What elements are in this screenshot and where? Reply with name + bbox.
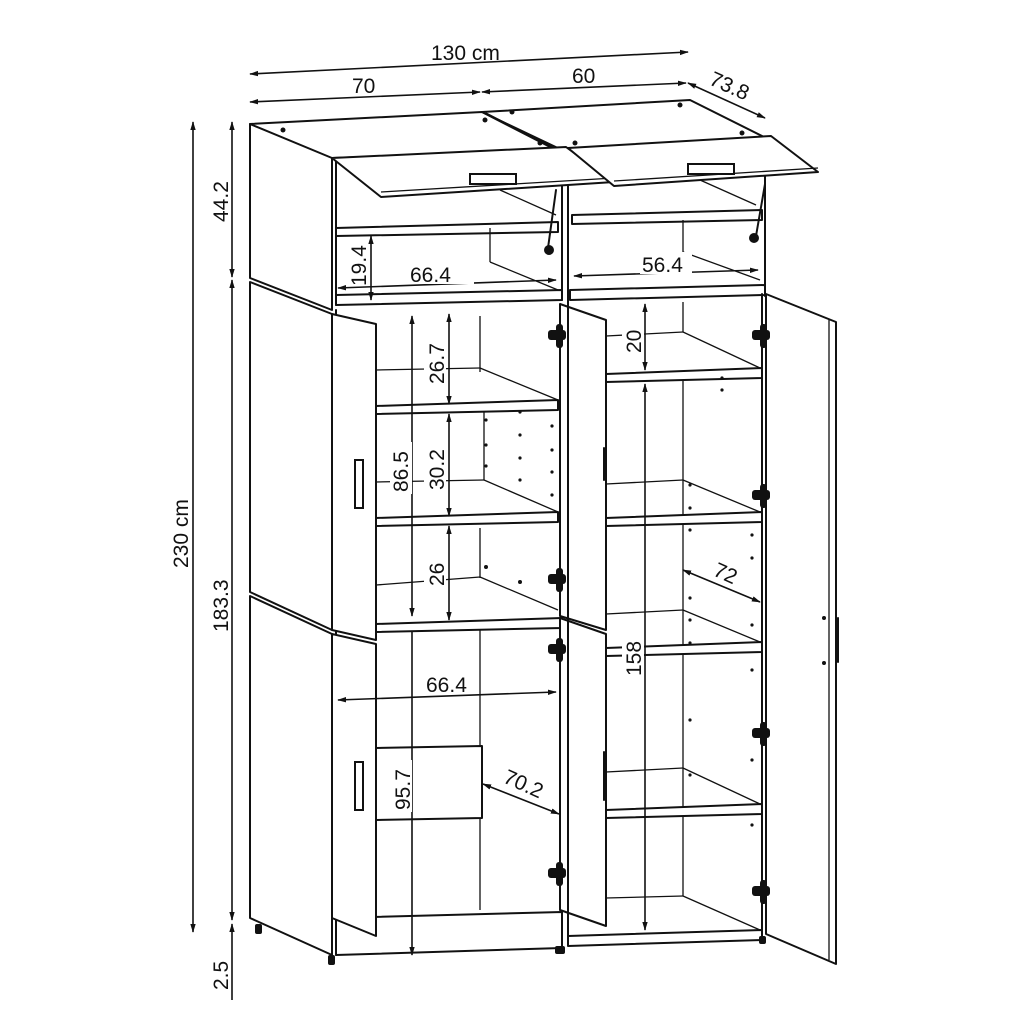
interior-dimension-lines [337, 235, 761, 956]
label-left-section-width: 70 [352, 75, 375, 98]
flap-handle-icon [687, 163, 735, 175]
left-side-panel [249, 123, 333, 956]
left-upper-door [331, 313, 377, 641]
label-right-top-shelf-height: 20 [623, 330, 646, 353]
label-left-shelf-2-height: 30.2 [426, 449, 449, 490]
door-handle-icon [354, 459, 364, 509]
label-left-shelf-1-height: 26.7 [426, 343, 449, 384]
dimension-labels: 130 cm 70 60 73.8 230 cm 44.2 183.3 2.5 … [170, 42, 753, 990]
label-right-section-width: 60 [572, 65, 595, 88]
label-left-lower-height: 95.7 [392, 769, 415, 810]
top-cabinet [249, 99, 771, 306]
door-handle-icon [354, 761, 364, 811]
label-left-top-inner-width: 66.4 [410, 264, 451, 287]
left-dimension-lines [190, 121, 235, 1000]
label-right-top-inner-width: 56.4 [642, 254, 683, 277]
top-right-flap-door [567, 135, 819, 243]
top-dimension-lines [249, 49, 766, 119]
hinge-icon [752, 880, 770, 904]
hinge-icon [752, 722, 770, 746]
label-left-lower-depth: 70.2 [500, 766, 547, 804]
flap-handle-icon [469, 173, 517, 185]
leg-icon [759, 936, 766, 944]
label-right-depth: 72 [710, 559, 741, 590]
legs [255, 924, 766, 965]
top-left-flap-door [331, 146, 615, 255]
hinge-icon [548, 862, 566, 886]
label-left-top-shelf-height: 19.4 [348, 245, 371, 286]
middle-upper-door [559, 303, 607, 631]
label-left-lower-inner-width: 66.4 [426, 674, 467, 697]
label-overall-height: 230 cm [170, 499, 193, 568]
hinge-icon [548, 324, 566, 348]
label-leg-height: 2.5 [210, 961, 233, 990]
leg-icon [255, 924, 262, 934]
hinge-icon [548, 568, 566, 592]
label-overall-width: 130 cm [431, 42, 500, 65]
label-left-shelf-3-height: 26 [426, 563, 449, 586]
right-lower-cabinet [567, 293, 763, 947]
leg-icon [328, 955, 335, 965]
left-lower-door [331, 633, 377, 937]
hinge-icon [752, 484, 770, 508]
label-lower-body-height: 183.3 [210, 579, 233, 632]
label-left-upper-section-height: 86.5 [390, 451, 413, 492]
door-hinges [548, 324, 770, 904]
right-tall-door [765, 293, 839, 965]
gas-strut-icon [544, 245, 554, 255]
label-top-cabinet-height: 44.2 [210, 181, 233, 222]
hinge-icon [548, 638, 566, 662]
leg-icon [555, 946, 565, 954]
label-overall-depth: 73.8 [706, 68, 753, 106]
hinge-icon [752, 324, 770, 348]
label-right-hanging-height: 158 [623, 641, 646, 676]
gas-strut-icon [749, 233, 759, 243]
middle-lower-door [559, 617, 607, 927]
